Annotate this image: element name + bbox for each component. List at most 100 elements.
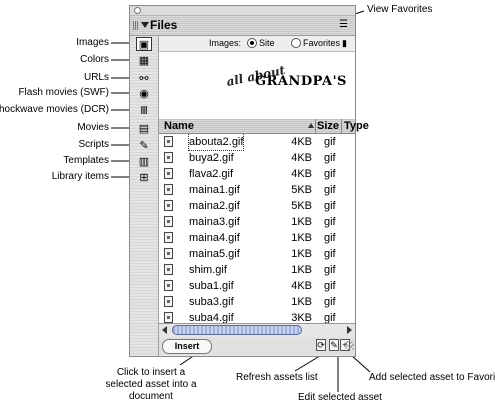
file-type: gif [324,264,336,276]
gif-file-icon [164,136,173,147]
file-size: 4KB [291,280,312,292]
callout-category-label: Library items [51,171,109,182]
file-name: suba3.gif [189,296,234,308]
file-name: suba4.gif [189,312,234,323]
filter-label: Images: [209,38,242,48]
table-row[interactable]: buya2.gif 4KB gif [159,150,355,166]
gif-file-icon [164,280,173,291]
templates-icon[interactable]: ▥ [138,156,150,168]
urls-icon[interactable]: ⚯ [139,73,149,85]
options-menu-icon[interactable]: ☰ [339,19,348,30]
file-type: gif [324,248,336,260]
scroll-right-icon[interactable] [347,326,352,334]
table-header: Name Size Type [159,119,369,134]
file-name: maina4.gif [189,232,240,244]
gif-file-icon [164,216,173,227]
scroll-left-icon[interactable] [162,326,167,334]
assets-panel: Files ☰ ▣ ▦ ⚯ ◉ Ⅲ ▤ ✎ ▥ ⊞ Images: Site Favorites… [129,5,369,357]
gif-file-icon [164,232,173,243]
resize-handle-icon[interactable] [345,341,354,350]
refresh-icon[interactable]: ⟳ [316,339,326,351]
file-size: 4KB [291,136,312,148]
panel-header[interactable]: Files ☰ [130,16,355,36]
image-icon[interactable]: ▣ [136,37,152,51]
file-size: 5KB [291,200,312,212]
callout-edit: Edit selected asset [298,392,382,403]
shockwave-icon[interactable]: Ⅲ [140,105,148,117]
gif-file-icon [164,264,173,275]
grip-icon[interactable] [133,21,139,30]
file-type: gif [324,152,336,164]
table-row[interactable]: suba4.gif 3KB gif [159,310,355,323]
file-name: buya2.gif [189,152,234,164]
file-type: gif [324,136,336,148]
site-radio-label[interactable]: Site [259,38,275,48]
collapse-triangle-icon[interactable] [141,22,149,28]
column-size[interactable]: Size [317,120,340,132]
gif-file-icon [164,296,173,307]
file-size: 1KB [291,264,312,276]
horizontal-scrollbar[interactable] [159,323,355,337]
table-row[interactable]: maina2.gif 5KB gif [159,198,355,214]
file-type: gif [324,280,336,292]
sort-ascending-icon[interactable] [308,123,314,128]
movies-icon[interactable]: ▤ [138,123,150,135]
close-box-icon[interactable] [134,7,141,14]
file-name: maina2.gif [189,200,240,212]
gif-file-icon [164,168,173,179]
file-type: gif [324,296,336,308]
callout-category-label: Scripts [78,139,109,150]
flash-icon[interactable]: ◉ [139,88,149,100]
library-icon[interactable]: ⊞ [139,172,149,184]
file-type: gif [324,232,336,244]
colors-icon[interactable]: ▦ [138,55,150,67]
file-size: 4KB [291,152,312,164]
favorites-radio[interactable] [291,38,301,48]
file-name: maina5.gif [189,248,240,260]
file-type: gif [324,312,336,323]
file-size: 1KB [291,232,312,244]
table-row[interactable]: maina4.gif 1KB gif [159,230,355,246]
gif-file-icon [164,184,173,195]
column-divider [315,119,316,133]
callout-category-label: Movies [77,122,109,133]
file-size: 3KB [291,312,312,323]
scroll-thumb[interactable] [172,325,302,335]
callout-category-label: Colors [80,54,109,65]
file-name: abouta2.gif [187,134,245,151]
file-type: gif [324,216,336,228]
callout-category-label: URLs [83,72,109,83]
callout-category-label: Flash movies (SWF) [18,87,109,98]
category-bar: ▣ ▦ ⚯ ◉ Ⅲ ▤ ✎ ▥ ⊞ [130,36,159,356]
asset-preview: all about GRANDPA'S [159,52,355,120]
site-radio[interactable] [247,38,257,48]
callout-view-favorites: View Favorites [367,4,433,15]
column-type[interactable]: Type [344,120,369,132]
panel-titlebar [130,6,355,16]
gif-file-icon [164,312,173,323]
column-name[interactable]: Name [164,120,194,132]
callout-add-favorites: Add selected asset to Favorites [369,372,495,383]
file-size: 4KB [291,168,312,180]
favorites-radio-label[interactable]: Favorites [303,38,341,48]
edit-icon[interactable]: ✎ [329,339,339,351]
file-name: maina3.gif [189,216,240,228]
file-type: gif [324,184,336,196]
panel-title: Files [150,18,178,32]
bookmark-icon: ▮ [342,38,347,48]
file-type: gif [324,168,336,180]
file-type: gif [324,200,336,212]
insert-button[interactable]: Insert [162,339,212,354]
gif-file-icon [164,152,173,163]
panel-toolbar: Insert ⟳ ✎ + [159,337,355,355]
scripts-icon[interactable]: ✎ [139,140,149,152]
table-row[interactable]: abouta2.gif 4KB gif [159,134,355,151]
